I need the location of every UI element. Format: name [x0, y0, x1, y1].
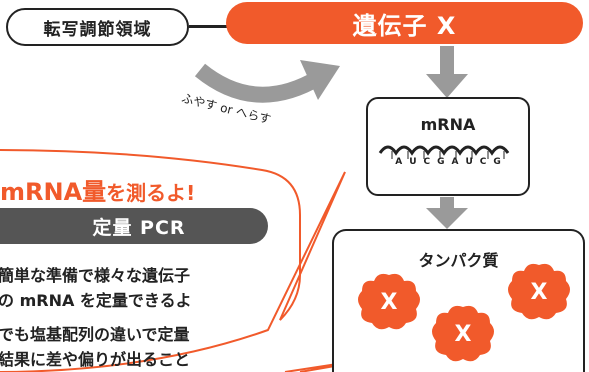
protein-x-marker: X: [381, 290, 398, 315]
bubble-text-line: 結果に差や偏りが出ること: [0, 350, 191, 369]
bubble-text-line: でも塩基配列の違いで定量: [0, 325, 190, 344]
region-gene-connector: [189, 25, 229, 28]
base-letter: C: [423, 157, 431, 167]
gene-x-box: 遺伝子 X: [226, 2, 583, 44]
down-arrow-2-head: [426, 208, 468, 229]
headline-suffix: を測るよ!: [106, 181, 196, 205]
mrna-sequence: A U C G A U C G: [368, 157, 528, 167]
protein-x-marker: X: [531, 280, 548, 305]
base-letter: A: [395, 157, 403, 167]
bubble-headline: mRNA量を測るよ!: [0, 172, 195, 207]
down-arrow-2-shaft: [440, 197, 454, 209]
headline-prefix: mRNA: [0, 178, 83, 206]
base-letter: C: [479, 157, 487, 167]
protein-x-marker: X: [455, 322, 472, 347]
speech-bubble: [0, 149, 346, 372]
transcription-regulatory-region: 転写調節領域: [6, 8, 189, 46]
base-letter: A: [451, 157, 459, 167]
gene-label: 遺伝子 X: [352, 11, 457, 40]
protein-blob: X: [358, 273, 420, 330]
bubble-text-line: の mRNA を定量できるよ: [0, 291, 192, 310]
protein-blob: X: [508, 263, 570, 320]
curved-arrow-head: [300, 60, 340, 100]
bubble-text-line: 簡単な準備で様々な遺伝子: [0, 266, 191, 285]
base-letter: G: [437, 157, 445, 167]
protein-title: タンパク質: [418, 251, 499, 270]
headline-emph: 量: [82, 178, 107, 206]
method-banner: 定量 PCR: [0, 208, 268, 244]
mrna-wave: [378, 145, 510, 159]
mrna-title: mRNA: [420, 115, 476, 134]
down-arrow-1-head: [426, 74, 468, 98]
down-arrow-1-shaft: [440, 46, 454, 76]
protein-blob: X: [432, 305, 494, 362]
method-label: 定量 PCR: [92, 216, 186, 239]
mrna-box: mRNA A U C G A U C G: [366, 97, 530, 196]
base-letter: G: [493, 157, 501, 167]
protein-box: タンパク質 X X X: [332, 229, 585, 372]
base-letter: U: [409, 157, 417, 167]
region-label: 転写調節領域: [43, 19, 152, 40]
curved-arrow: [194, 63, 323, 103]
base-letter: U: [465, 157, 473, 167]
